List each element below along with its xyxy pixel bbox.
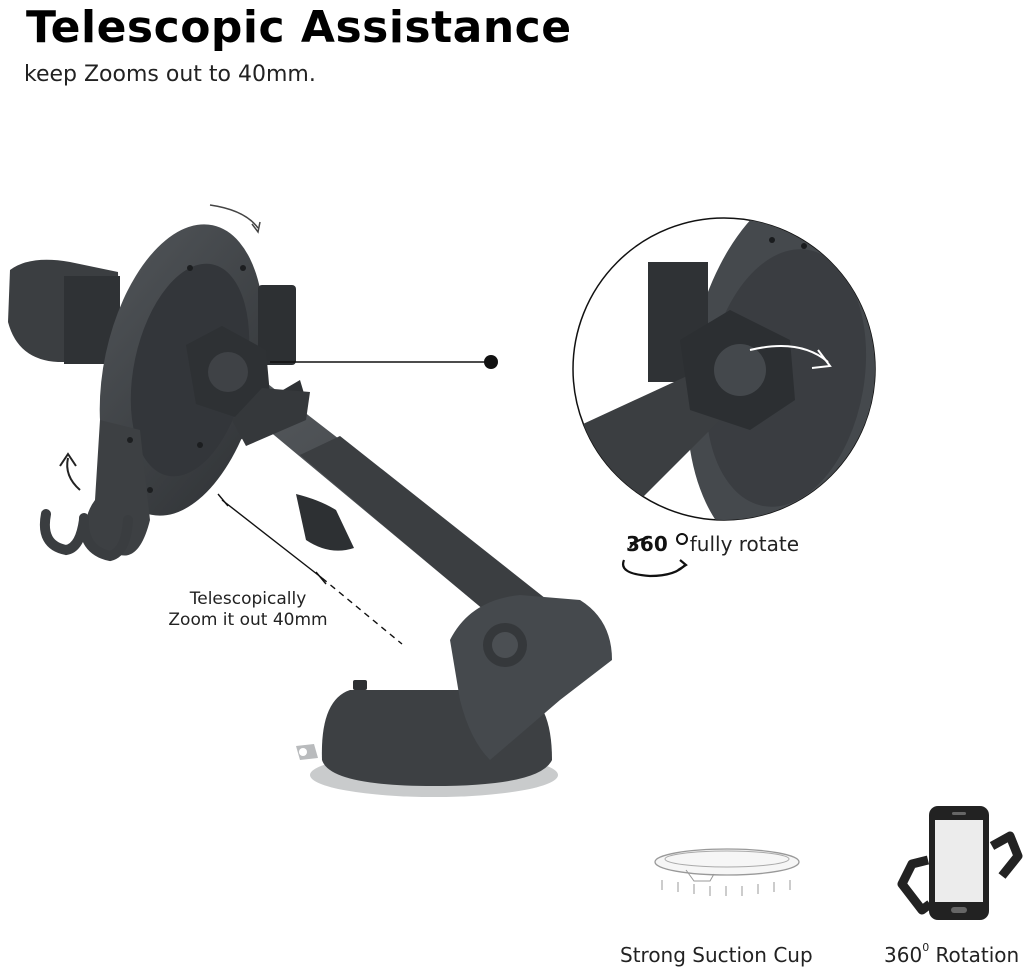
telescopic-zoom-label: Telescopically Zoom it out 40mm [148,589,348,631]
phone-holder [8,224,310,562]
rotate-360-icon [621,533,688,578]
zoom-label-line1: Telescopically [189,589,307,609]
rotation-degree: 0 [922,941,930,954]
rotate-text: fully rotate [689,532,800,556]
rotation-label: 3600 Rotation [884,941,1020,967]
phone-rotation-icon [897,806,1023,920]
rotation-word: Rotation [929,943,1020,967]
measurement-marker [217,493,403,645]
rotate-arrow-left-icon [66,457,81,491]
elbow-joint [450,595,612,760]
zoom-label-line2: Zoom it out 40mm [168,610,328,630]
callout-dot [484,355,498,369]
page-title: Telescopic Assistance [26,2,572,53]
page-subtitle: keep Zooms out to 40mm. [24,62,316,87]
rotate-arrow-top-icon [209,204,259,229]
rotate-badge: 360 fully rotate [618,532,799,556]
joint-detail-view [572,217,876,521]
rotation-prefix: 360 [884,943,923,967]
suction-cup-icon [654,848,800,896]
rotate-badge-number: 360 [626,532,668,556]
suction-cup-label: Strong Suction Cup [620,943,813,967]
